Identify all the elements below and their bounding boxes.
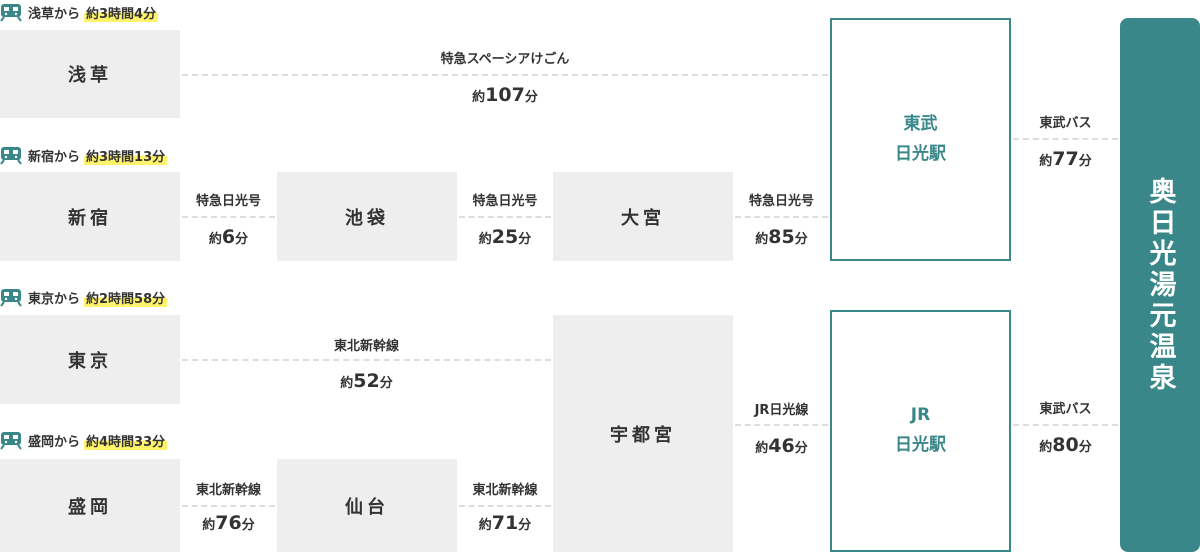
connector-omiya-tobu — [735, 216, 828, 218]
leg-time: 約71分 — [478, 512, 532, 534]
connector-morioka-sendai — [182, 505, 275, 507]
station-utsunomiya: 宇都宮 — [553, 315, 733, 552]
train-icon — [0, 147, 22, 165]
leg-train-name: 特急日光号 — [748, 194, 814, 209]
station-omiya: 大宮 — [553, 172, 733, 261]
terminal-line1: JR — [910, 405, 931, 426]
route-header-asakusa: 浅草から 約3時間4分 — [0, 2, 159, 22]
route-origin: 盛岡から — [28, 434, 81, 450]
station-asakusa: 浅草 — [0, 30, 180, 118]
connector-shinjuku-ikebukuro — [182, 216, 275, 218]
train-icon — [0, 4, 22, 22]
route-origin: 浅草から — [28, 6, 81, 22]
route-duration: 約3時間4分 — [84, 2, 159, 22]
leg-train-name: 特急日光号 — [472, 194, 538, 209]
route-header-shinjuku: 新宿から 約3時間13分 — [0, 145, 168, 165]
route-header-tokyo: 東京から 約2時間58分 — [0, 287, 168, 307]
leg-train-name: 特急スペーシアけごん — [440, 52, 570, 67]
leg-time: 約6分 — [208, 226, 249, 248]
leg-time: 約77分 — [1039, 148, 1092, 170]
connector-asakusa-tobu — [182, 74, 828, 76]
route-header-morioka: 盛岡から 約4時間33分 — [0, 430, 168, 450]
route-origin: 東京から — [28, 291, 81, 307]
route-duration: 約2時間58分 — [84, 287, 168, 307]
terminal-jr-nikko: JR 日光駅 — [830, 310, 1011, 552]
leg-train-name: 東北新幹線 — [472, 483, 538, 498]
station-shinjuku: 新宿 — [0, 172, 180, 261]
route-origin: 新宿から — [28, 149, 81, 165]
leg-time: 約80分 — [1039, 434, 1092, 456]
destination-label: 奥日光湯元温泉 — [1144, 176, 1176, 394]
train-icon — [0, 289, 22, 307]
leg-time: 約52分 — [340, 370, 393, 392]
leg-time: 約46分 — [755, 435, 808, 457]
leg-time: 約85分 — [755, 226, 808, 248]
connector-tokyo-utsunomiya — [182, 359, 551, 361]
station-ikebukuro: 池袋 — [277, 172, 457, 261]
leg-train-name: 特急日光号 — [195, 194, 261, 209]
leg-time: 約76分 — [202, 512, 255, 534]
terminal-line2: 日光駅 — [895, 435, 946, 455]
destination-okunikko-yumoto: 奥日光湯元温泉 — [1120, 18, 1200, 552]
station-tokyo: 東京 — [0, 315, 180, 404]
leg-time: 約107分 — [472, 84, 538, 106]
terminal-line2: 日光駅 — [895, 143, 946, 164]
station-morioka: 盛岡 — [0, 459, 180, 552]
connector-tobu-bus — [1013, 138, 1118, 140]
route-duration: 約4時間33分 — [84, 430, 168, 450]
terminal-line1: 東武 — [903, 113, 938, 134]
leg-train-name: 東北新幹線 — [195, 483, 261, 498]
leg-bus-name: 東武バス — [1039, 402, 1092, 417]
leg-time: 約25分 — [478, 226, 532, 248]
station-sendai: 仙台 — [277, 459, 457, 552]
leg-bus-name: 東武バス — [1039, 116, 1092, 131]
connector-utsunomiya-jr — [735, 424, 828, 426]
train-icon — [0, 432, 22, 450]
connector-sendai-utsunomiya — [459, 505, 551, 507]
connector-ikebukuro-omiya — [459, 216, 551, 218]
route-duration: 約3時間13分 — [84, 145, 168, 165]
terminal-tobu-nikko: 東武 日光駅 — [830, 18, 1011, 261]
leg-train-name: 東北新幹線 — [333, 339, 399, 354]
connector-jr-bus — [1013, 424, 1118, 426]
leg-train-name: JR日光線 — [754, 403, 809, 418]
